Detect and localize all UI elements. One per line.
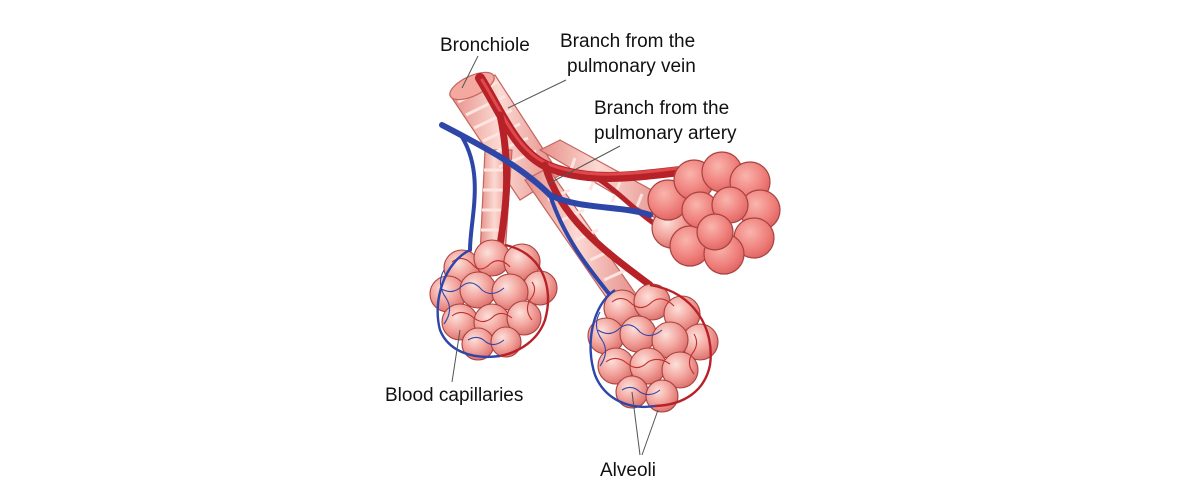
artery-branch-lower xyxy=(548,193,612,297)
alveolus xyxy=(459,271,497,309)
artery-branch-left xyxy=(460,135,477,252)
label-vein-line2: pulmonary vein xyxy=(567,56,696,77)
capillary-outline-blue xyxy=(436,248,501,359)
label-bronchiole: Bronchiole xyxy=(440,35,530,56)
label-alveoli: Alveoli xyxy=(600,460,656,481)
alveolus xyxy=(506,300,542,336)
capillary-outline-blue xyxy=(589,288,656,409)
label-artery-line2: pulmonary artery xyxy=(594,123,737,144)
capillary-outline-red xyxy=(649,283,712,408)
alveolar-sac-upper-right xyxy=(647,151,781,275)
vein-branch-left xyxy=(496,111,511,249)
alveolar-sac-lower xyxy=(587,283,719,413)
labels: Bronchiole Branch from the pulmonary vei… xyxy=(385,31,737,481)
blood-capillaries-lower xyxy=(595,297,698,396)
leader-artery xyxy=(547,145,621,185)
pulmonary-artery-branch xyxy=(439,122,653,297)
label-capillaries: Blood capillaries xyxy=(385,385,523,406)
leader-lines xyxy=(451,55,659,456)
label-vein-line1: Branch from the xyxy=(560,31,695,52)
alveolar-sac-left xyxy=(429,239,558,361)
leader-alveoli-2 xyxy=(641,409,659,456)
alveolus xyxy=(490,326,522,358)
alveolus xyxy=(696,213,734,251)
alveolus xyxy=(619,315,657,353)
vein-branch-lower xyxy=(541,161,654,289)
leader-vein xyxy=(507,79,567,109)
leader-capillaries xyxy=(451,329,461,383)
label-artery-line1: Branch from the xyxy=(594,98,729,119)
blood-capillaries-left xyxy=(439,257,536,346)
leader-bronchiole xyxy=(461,55,479,89)
capillary-outline-red xyxy=(499,243,550,358)
leader-alveoli-1 xyxy=(631,391,641,456)
